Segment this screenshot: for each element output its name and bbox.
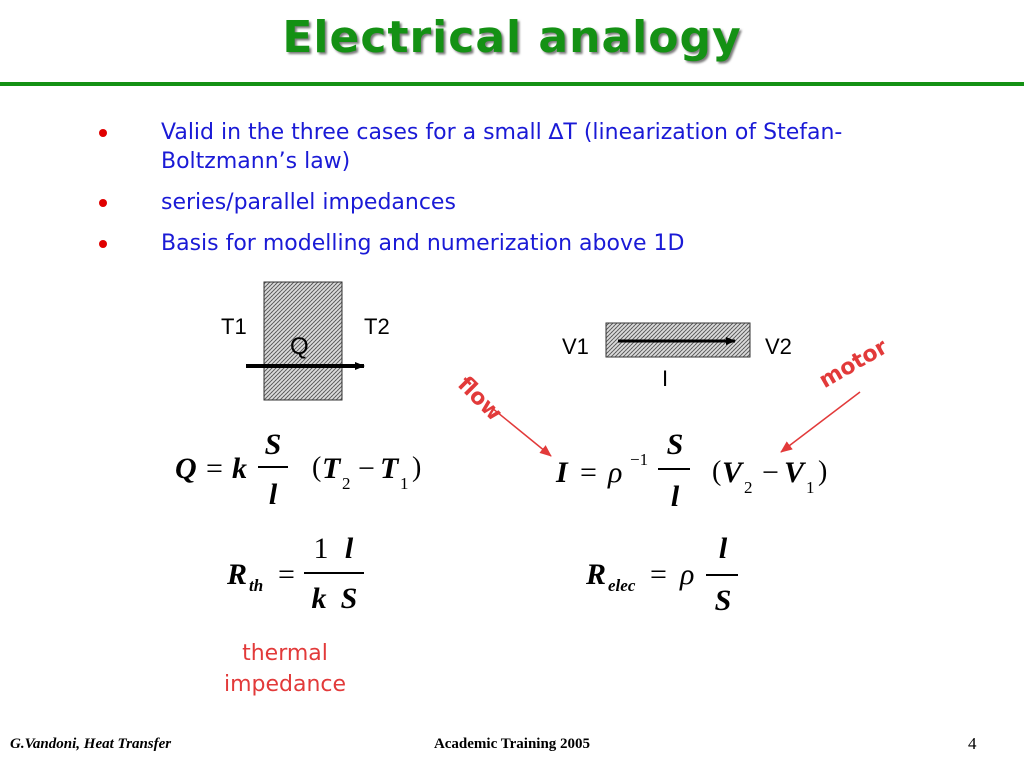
eq-r-subscript: th bbox=[249, 576, 264, 595]
eq-v1-subscript: 1 bbox=[806, 478, 815, 497]
eq-equals: = bbox=[206, 452, 223, 485]
thermal-impedance-caption: thermal impedance bbox=[200, 638, 370, 700]
flow-arrow bbox=[491, 407, 552, 457]
eq-equals: = bbox=[650, 558, 667, 591]
bullet-item: Basis for modelling and numerization abo… bbox=[95, 229, 955, 258]
eq-denominator: l bbox=[268, 478, 278, 511]
eq-r-symbol: R bbox=[227, 558, 248, 591]
eq-minus: − bbox=[762, 456, 779, 489]
eq-q-symbol: Q bbox=[175, 452, 197, 485]
eq-numerator: S bbox=[264, 428, 282, 461]
i-label: I bbox=[662, 366, 669, 391]
v2-label: V2 bbox=[765, 334, 792, 359]
eq-open-paren: ( bbox=[312, 452, 322, 483]
eq-v2-subscript: 2 bbox=[744, 478, 753, 497]
caption-line-2: impedance bbox=[223, 672, 347, 697]
eq-close-paren: ) bbox=[818, 456, 828, 487]
eq-t1-subscript: 1 bbox=[400, 474, 409, 493]
eq-rho-exponent: −1 bbox=[630, 450, 649, 469]
bullet-dot-icon bbox=[99, 199, 107, 207]
eq-equals: = bbox=[580, 456, 597, 489]
eq-equals: = bbox=[278, 558, 295, 591]
bullet-dot-icon bbox=[99, 129, 107, 137]
bullet-text: series/parallel impedances bbox=[161, 190, 456, 215]
eq-numerator: S bbox=[666, 428, 684, 461]
eq-r-symbol: R bbox=[586, 558, 607, 591]
caption-line-1: thermal bbox=[242, 641, 328, 666]
eq-minus: − bbox=[358, 452, 375, 485]
page-number: 4 bbox=[968, 734, 977, 753]
eq-close-paren: ) bbox=[412, 452, 422, 483]
eq-denominator-k: k bbox=[311, 582, 327, 615]
motor-arrow bbox=[780, 391, 861, 453]
eq-numerator: l bbox=[718, 532, 728, 565]
v1-label: V1 bbox=[562, 334, 589, 359]
bullet-item: series/parallel impedances bbox=[95, 188, 955, 217]
eq-denominator-s: S bbox=[340, 582, 358, 615]
bullet-text: Valid in the three cases for a small ∆T … bbox=[161, 120, 843, 174]
eq-k-symbol: k bbox=[232, 452, 247, 485]
slide-title: Electrical analogy bbox=[282, 12, 742, 63]
q-label: Q bbox=[290, 333, 309, 360]
footer-author: G.Vandoni, Heat Transfer bbox=[10, 736, 172, 752]
eq-fraction-bar bbox=[258, 466, 288, 468]
bullet-text: Basis for modelling and numerization abo… bbox=[161, 231, 685, 256]
eq-v2-symbol: V bbox=[722, 456, 743, 489]
eq-rho-symbol: ρ bbox=[680, 558, 695, 591]
t1-label: T1 bbox=[221, 314, 247, 339]
eq-t1-symbol: T bbox=[380, 452, 399, 485]
eq-t2-symbol: T bbox=[322, 452, 341, 485]
bullet-list: Valid in the three cases for a small ∆T … bbox=[95, 118, 955, 270]
eq-v1-symbol: V bbox=[784, 456, 805, 489]
eq-fraction-bar bbox=[706, 574, 738, 576]
title-underline bbox=[0, 82, 1024, 86]
eq-fraction-bar bbox=[658, 468, 690, 470]
eq-numerator-l: l bbox=[344, 532, 354, 565]
eq-r-subscript: elec bbox=[608, 576, 636, 595]
bullet-dot-icon bbox=[99, 240, 107, 248]
eq-denominator: S bbox=[714, 584, 732, 617]
eq-fraction-bar bbox=[304, 572, 334, 574]
bullet-item: Valid in the three cases for a small ∆T … bbox=[95, 118, 955, 176]
thermal-wall-block bbox=[263, 281, 343, 401]
eq-open-paren: ( bbox=[712, 456, 722, 487]
eq-rho-symbol: ρ bbox=[608, 456, 623, 489]
eq-fraction-bar bbox=[334, 572, 364, 574]
t2-label: T2 bbox=[364, 314, 390, 339]
eq-i-symbol: I bbox=[556, 456, 568, 489]
eq-t2-subscript: 2 bbox=[342, 474, 351, 493]
footer-event: Academic Training 2005 bbox=[433, 736, 591, 752]
eq-denominator: l bbox=[670, 480, 680, 513]
eq-numerator-1: 1 bbox=[313, 532, 329, 565]
